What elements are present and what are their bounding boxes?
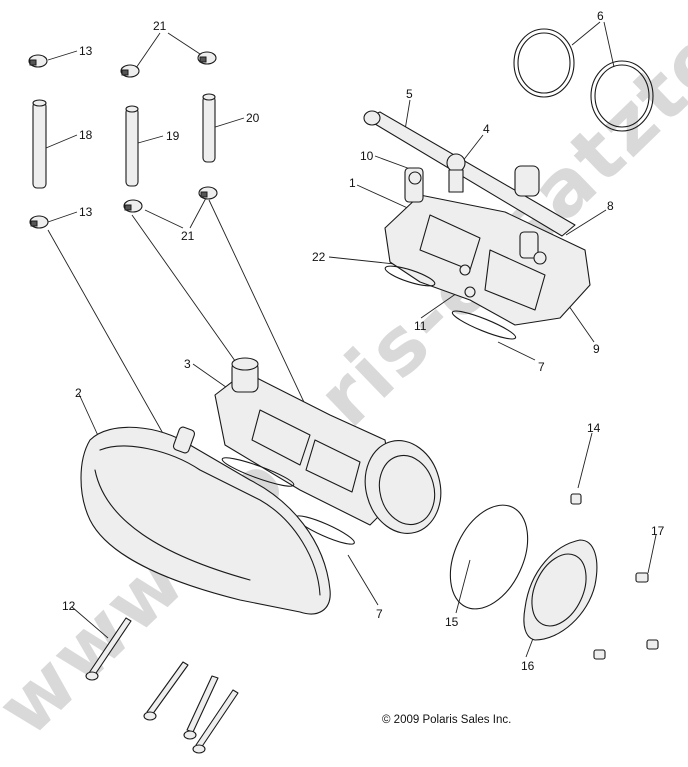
clamp-21-left-lower: [123, 199, 143, 213]
callout-3: 3: [184, 357, 191, 371]
clamp-21-right-lower: [198, 186, 218, 200]
bolt-12-d: [192, 689, 239, 754]
bolt-17-b: [593, 649, 606, 660]
bolt-14: [570, 493, 582, 505]
callout-6: 6: [597, 9, 604, 23]
o-ring-7-upper: [451, 310, 517, 340]
copyright-notice: © 2009 Polaris Sales Inc.: [382, 714, 511, 726]
callout-15: 15: [445, 615, 459, 629]
callout-20: 20: [246, 111, 260, 125]
callout-7: 7: [376, 607, 383, 621]
callout-13: 13: [79, 205, 93, 219]
callout-14: 14: [587, 421, 601, 435]
clamp-13-lower: [29, 215, 49, 229]
callout-4: 4: [483, 122, 490, 136]
adapter-plate-16: [523, 539, 598, 641]
callout-5: 5: [406, 87, 413, 101]
callout-9: 9: [593, 342, 600, 356]
gasket-15: [449, 504, 529, 610]
callout-11: 11: [414, 319, 427, 333]
callout-7: 7: [538, 360, 545, 374]
callout-labels: 13 21 18 19 20 13 21 6 5 4 10 1 8 22 11 …: [62, 9, 665, 673]
seal-6: [513, 28, 654, 132]
bolt-12-b: [143, 661, 189, 721]
clamp-21-left-top: [120, 64, 140, 78]
callout-16: 16: [521, 659, 535, 673]
gasket-3-lower: [221, 457, 295, 487]
callout-8: 8: [607, 199, 614, 213]
callout-21: 21: [181, 229, 195, 243]
callout-10: 10: [360, 149, 374, 163]
callout-13: 13: [79, 44, 93, 58]
leader-lines: [45, 21, 657, 658]
intake-housing-3: [214, 357, 442, 534]
callout-19: 19: [166, 129, 180, 143]
clamp-13-top: [28, 54, 48, 68]
bolt-17: [635, 572, 649, 583]
hose-18: [32, 99, 47, 189]
callout-17: 17: [651, 524, 665, 538]
callout-12: 12: [62, 599, 76, 613]
callout-21: 21: [153, 19, 167, 33]
bolt-12-c: [183, 675, 219, 740]
callout-18: 18: [79, 128, 93, 142]
callout-2: 2: [75, 386, 82, 400]
throttle-body-assembly: [363, 110, 591, 326]
callout-22: 22: [312, 250, 326, 264]
hose-20: [202, 93, 216, 163]
callout-1: 1: [349, 176, 356, 190]
bolt-17-c: [646, 639, 659, 650]
air-boot-2: [80, 426, 331, 615]
hose-19: [125, 105, 139, 187]
clamp-21-right-top: [197, 51, 217, 65]
bolt-12: [85, 617, 132, 681]
